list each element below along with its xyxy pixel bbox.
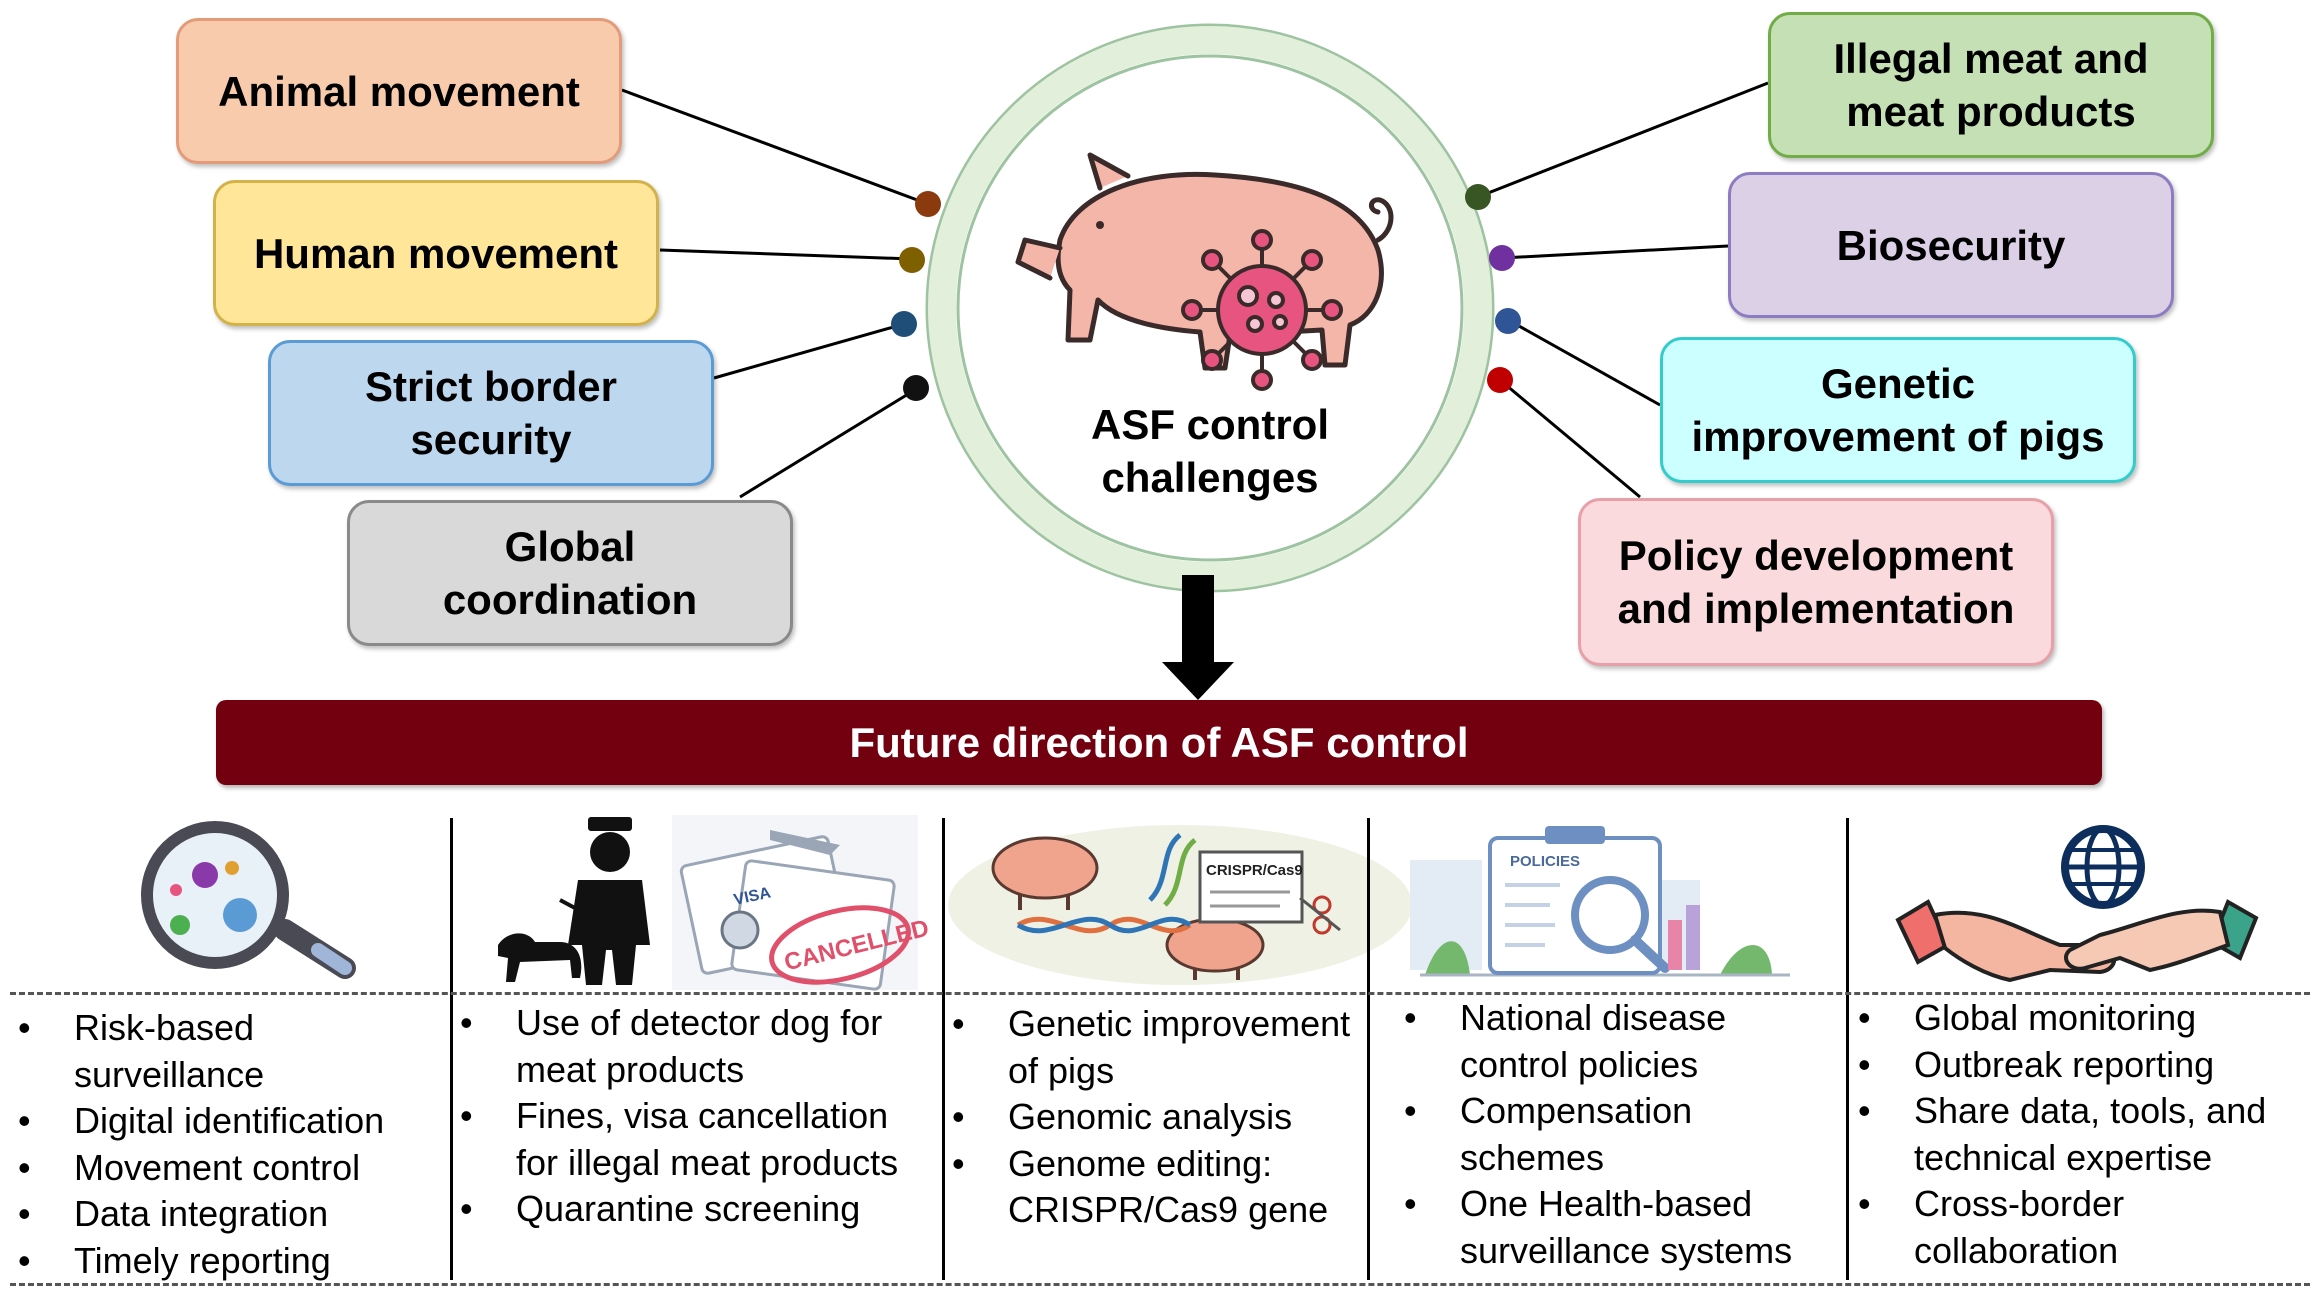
challenge-label-line2: coordination — [442, 576, 698, 623]
connector-border — [713, 322, 905, 380]
connector-biosecurity — [1501, 244, 1729, 260]
challenge-label-line1: Policy development — [1618, 532, 2014, 579]
crispr-label: CRISPR/Cas9 — [1206, 862, 1303, 879]
list-item: Genetic improvement of pigs — [952, 1001, 1362, 1094]
connector-human — [659, 248, 913, 261]
challenge-animal-movement: Animal movement — [176, 18, 622, 164]
challenge-human-movement: Human movement — [213, 180, 659, 326]
list-item: Share data, tools, and technical experti… — [1858, 1088, 2308, 1181]
pigs-dna-crispr-icon: CRISPR/Cas9 — [948, 825, 1412, 985]
list-item: Genome editing: CRISPR/Cas9 gene — [952, 1141, 1362, 1234]
dot-border — [891, 311, 917, 337]
dashed-divider-top — [10, 992, 2310, 995]
list-item: Use of detector dog for meat products — [460, 1000, 935, 1093]
list-item: One Health-based surveillance systems — [1404, 1181, 1844, 1274]
dot-genetic — [1495, 308, 1521, 334]
challenge-label-line2: and implementation — [1617, 585, 2015, 632]
list-item: Fines, visa cancellation for illegal mea… — [460, 1093, 935, 1186]
column-border-control: Use of detector dog for meat products Fi… — [460, 1000, 935, 1233]
dot-human — [899, 247, 925, 273]
challenge-label: Biosecurity — [1836, 221, 2066, 269]
dot-animal — [915, 191, 941, 217]
connector-global — [739, 386, 919, 499]
policies-label: POLICIES — [1510, 853, 1580, 870]
center-title: ASF control challenges — [1091, 401, 1329, 501]
list-item: National disease control policies — [1404, 995, 1844, 1088]
challenge-label-line1: Global — [504, 523, 636, 570]
column-surveillance: Risk-based surveillance Digital identifi… — [18, 1005, 438, 1284]
future-direction-banner: Future direction of ASF control — [216, 700, 2102, 785]
column-divider — [1367, 818, 1370, 1280]
list-item: Cross-border collaboration — [1858, 1181, 2308, 1274]
dot-illegal — [1465, 184, 1491, 210]
magnifier-microbes-icon — [141, 821, 356, 979]
list-item: Movement control — [18, 1145, 438, 1192]
list-item: Global monitoring — [1858, 995, 2308, 1042]
list-item: Risk-based surveillance — [18, 1005, 438, 1098]
visa-cancelled-icon: VISA CANCELLED — [672, 815, 932, 991]
challenge-label-line1: Illegal meat and — [1833, 35, 2149, 82]
connector-animal — [621, 88, 929, 206]
virus-icon — [1181, 229, 1343, 391]
list-item: Outbreak reporting — [1858, 1042, 2308, 1089]
connector-lines — [621, 81, 1769, 499]
challenge-label-line2: meat products — [1846, 88, 2136, 135]
list-item: Genomic analysis — [952, 1094, 1362, 1141]
ring-dots — [891, 184, 1521, 401]
connector-genetic — [1509, 319, 1661, 407]
list-item: Quarantine screening — [460, 1186, 935, 1233]
dot-policy — [1487, 367, 1513, 393]
officer-dog-icon — [498, 817, 650, 985]
column-divider — [450, 818, 453, 1280]
column-divider — [942, 818, 945, 1280]
banner-title: Future direction of ASF control — [849, 718, 1469, 766]
challenge-label-line1: Strict border — [364, 363, 618, 410]
connector-policy — [1499, 378, 1641, 499]
down-arrow-icon — [1162, 575, 1234, 700]
handshake-globe-icon — [1895, 825, 2259, 983]
challenge-label: Animal movement — [218, 67, 580, 115]
list-item: Timely reporting — [18, 1238, 438, 1285]
dashed-divider-bottom — [10, 1283, 2310, 1286]
challenge-label-line2: improvement of pigs — [1691, 413, 2105, 460]
challenge-illegal-meat: Illegal meat and meat products — [1768, 12, 2214, 158]
challenge-border-security: Strict border security — [268, 340, 714, 486]
list-item: Compensation schemes — [1404, 1088, 1844, 1181]
dot-biosecurity — [1489, 245, 1515, 271]
column-genetics: Genetic improvement of pigs Genomic anal… — [952, 1001, 1362, 1234]
challenge-global-coordination: Global coordination — [347, 500, 793, 646]
column-global: Global monitoring Outbreak reporting Sha… — [1858, 995, 2308, 1274]
challenge-label: Human movement — [253, 229, 619, 277]
challenge-label-line2: security — [410, 416, 572, 463]
list-item: Digital identification — [18, 1098, 438, 1145]
challenge-policy-development: Policy development and implementation — [1578, 498, 2054, 666]
column-policies: National disease control policies Compen… — [1404, 995, 1844, 1274]
challenge-biosecurity: Biosecurity — [1728, 172, 2174, 318]
column-divider — [1846, 818, 1849, 1280]
challenge-genetic-improvement: Genetic improvement of pigs — [1660, 337, 2136, 483]
policies-clipboard-icon: POLICIES — [1410, 826, 1790, 977]
dot-global — [903, 375, 929, 401]
challenge-label-line1: Genetic — [1820, 360, 1976, 407]
list-item: Data integration — [18, 1191, 438, 1238]
connector-illegal — [1477, 81, 1769, 199]
